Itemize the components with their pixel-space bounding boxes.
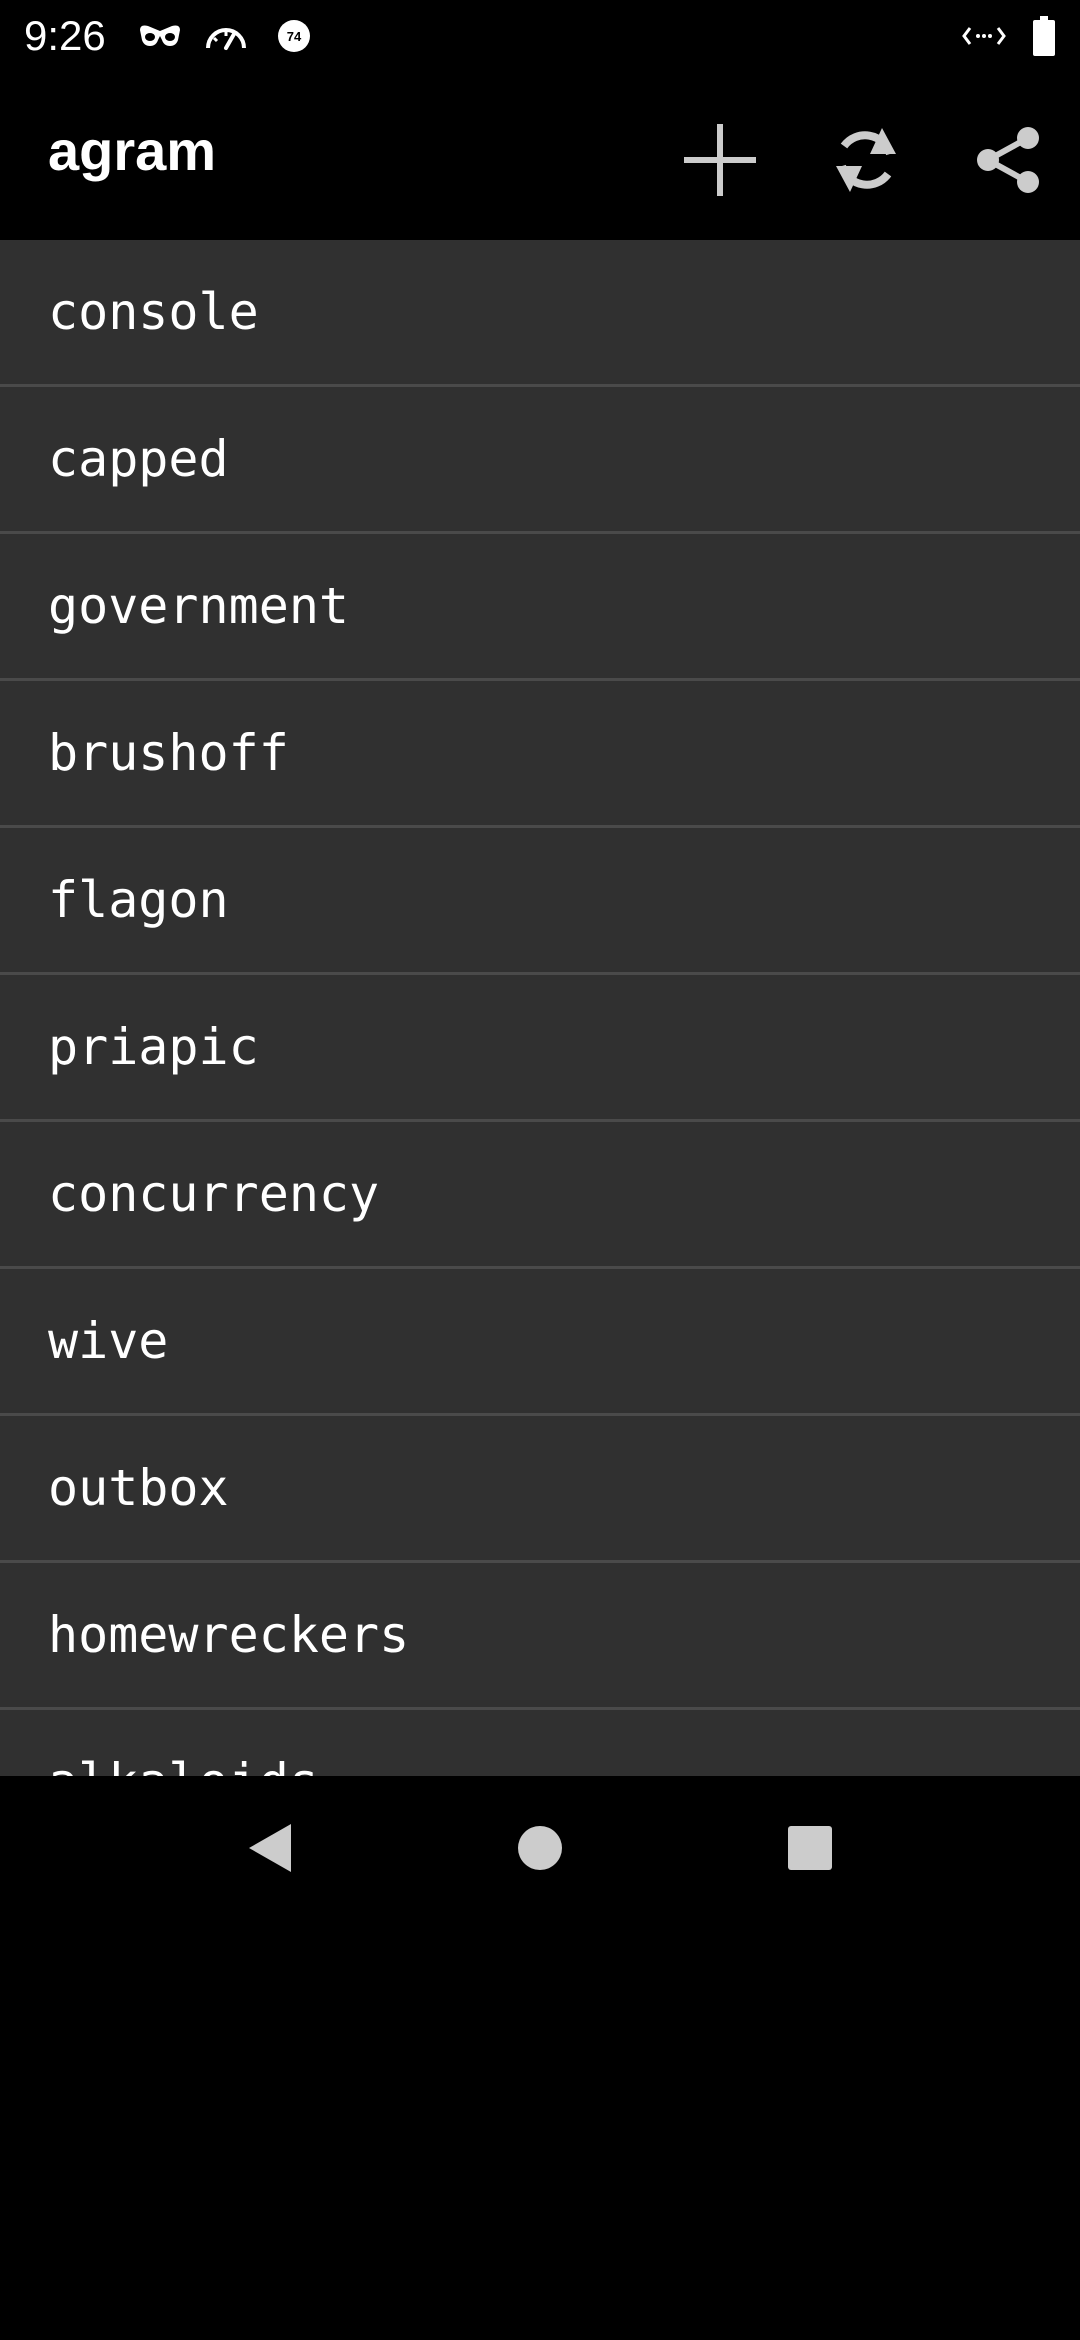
list-item[interactable]: flagon — [0, 828, 1080, 975]
badge-74-icon: 74 — [272, 16, 316, 56]
list-item[interactable]: concurrency — [0, 1122, 1080, 1269]
list-item[interactable]: capped — [0, 387, 1080, 534]
navigation-bar — [0, 1776, 1080, 1920]
home-icon — [518, 1826, 562, 1870]
list-item-label: capped — [48, 430, 229, 488]
badge-number: 74 — [287, 29, 302, 44]
list-item-label: alkaloids — [48, 1753, 319, 1776]
status-bar: 9:26 74 — [0, 0, 1080, 72]
home-button[interactable] — [492, 1800, 588, 1896]
add-icon — [684, 124, 756, 196]
back-icon — [249, 1824, 291, 1872]
list-item[interactable]: government — [0, 534, 1080, 681]
recents-button[interactable] — [762, 1800, 858, 1896]
speedometer-icon — [204, 16, 248, 56]
list-item[interactable]: homewreckers — [0, 1563, 1080, 1710]
data-arrows-icon — [962, 16, 1006, 56]
incognito-icon — [138, 16, 182, 56]
list-item[interactable]: wive — [0, 1269, 1080, 1416]
refresh-button[interactable] — [818, 112, 914, 208]
list-item[interactable]: brushoff — [0, 681, 1080, 828]
bottom-black-area — [0, 1920, 1080, 2340]
add-button[interactable] — [672, 112, 768, 208]
list-item-label: wive — [48, 1312, 169, 1370]
list-item[interactable]: console — [0, 240, 1080, 387]
app-bar: agram — [0, 72, 1080, 240]
list-item-label: brushoff — [48, 724, 289, 782]
list-item[interactable]: outbox — [0, 1416, 1080, 1563]
list-item-label: console — [48, 283, 259, 341]
list-item-label: priapic — [48, 1018, 259, 1076]
app-title: agram — [48, 119, 217, 182]
list-item-label: homewreckers — [48, 1606, 410, 1664]
list-item-label: government — [48, 577, 350, 635]
list-item-label: outbox — [48, 1459, 229, 1517]
back-button[interactable] — [222, 1800, 318, 1896]
list-item[interactable]: alkaloids — [0, 1710, 1080, 1776]
list-item-label: concurrency — [48, 1165, 380, 1223]
share-icon — [977, 127, 1039, 193]
word-list[interactable]: console capped government brushoff flago… — [0, 240, 1080, 1776]
status-time: 9:26 — [24, 12, 106, 59]
list-item[interactable]: priapic — [0, 975, 1080, 1122]
list-item-label: flagon — [48, 871, 229, 929]
battery-icon — [1022, 16, 1066, 56]
refresh-icon — [836, 128, 896, 192]
share-button[interactable] — [960, 112, 1056, 208]
recents-icon — [788, 1826, 832, 1870]
